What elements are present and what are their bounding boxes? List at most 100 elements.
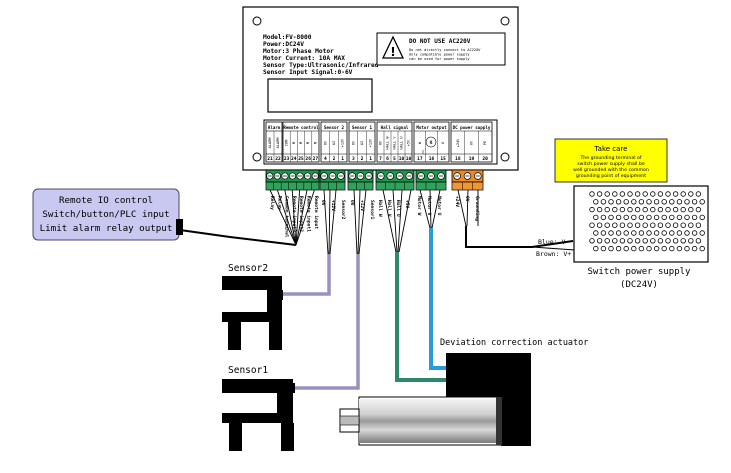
- terminal-group-title: Hall signal: [381, 125, 409, 130]
- deviation-correction-actuator: Deviation correction actuator: [339, 338, 588, 446]
- spec-text-block: Model:FV-8000 Power:DC24V Motor:3 Phase …: [263, 34, 379, 76]
- take-care-box: Take care The grounding terminal of swit…: [554, 138, 668, 183]
- spec-sensor-type: Sensor Type:Ultrasonic/Infrared: [263, 61, 379, 69]
- terminal-label: HALL V: [393, 136, 397, 150]
- warning-title: DO NOT USE AC220V: [409, 38, 471, 45]
- remote-io-cable: [179, 229, 297, 246]
- terminal-number: 22: [275, 156, 281, 162]
- screw-hole: [500, 152, 510, 162]
- remote-io-line-3: Limit alarm relay output: [40, 223, 173, 234]
- wire-label: Relay: [269, 196, 275, 210]
- terminal-number: 4: [324, 156, 327, 162]
- wire-label: 0V: [320, 200, 326, 206]
- terminal-number: 19: [469, 156, 475, 162]
- terminal-label: AI: [360, 141, 364, 145]
- motor-cable: [429, 228, 447, 370]
- terminal-label: 0V: [470, 140, 474, 145]
- sensor1-terminal-block: [347, 169, 374, 191]
- actuator-label: Deviation correction actuator: [440, 338, 588, 348]
- psu-caption-2: (DC24V): [620, 280, 658, 290]
- wire-label: 0V: [349, 200, 355, 206]
- terminal-number: 1: [341, 156, 344, 162]
- wire-label: Sensor2: [340, 200, 346, 220]
- wire-label: Remote input: [313, 196, 319, 229]
- terminal-number: 24: [291, 156, 297, 162]
- spec-sensor-input: Sensor Input Signal:0-6V: [263, 68, 353, 76]
- terminal-number: 7: [379, 156, 382, 162]
- power-terminal-block: [451, 169, 484, 191]
- warning-line-1: Do not directly connect to AC220V: [409, 48, 481, 52]
- terminal-number: 1: [369, 156, 372, 162]
- terminal-number: 10: [406, 156, 412, 162]
- wire-label: Relay: [276, 196, 282, 210]
- terminal-group-title: Alarm: [268, 125, 281, 130]
- terminal-label: +24V: [456, 138, 460, 147]
- wire-label: +5V: [404, 200, 410, 209]
- terminal-label: PE: [483, 141, 487, 145]
- terminal-number: 3: [352, 156, 355, 162]
- terminal-number: 27: [313, 156, 319, 162]
- terminal-label: V: [430, 141, 434, 144]
- switch-power-supply: Switch power supply (DC24V): [573, 185, 709, 290]
- spec-motor: Motor:3 Phase Motor: [263, 48, 334, 55]
- terminal-number: 10: [399, 156, 405, 162]
- terminal-label: M: [313, 141, 317, 144]
- wire-label: +12V: [330, 200, 336, 211]
- wire-label: Motor U: [436, 196, 442, 216]
- sensor2-terminal-block: [319, 169, 346, 191]
- terminal-label: M: [299, 141, 303, 144]
- sensor1-label: Sensor1: [228, 365, 268, 376]
- terminal-group-title: Motor output: [416, 125, 447, 130]
- screw-hole: [252, 152, 262, 162]
- take-care-line-2: switch power supply shall be: [577, 161, 645, 167]
- terminal-number: 16: [429, 156, 435, 162]
- take-care-line-3: well grounded with the common: [573, 167, 649, 173]
- screw-hole: [252, 16, 262, 26]
- terminal-number: 20: [482, 156, 488, 162]
- terminal-label: OV: [351, 140, 355, 145]
- terminal-number: 25: [298, 156, 304, 162]
- warning-box: ! DO NOT USE AC220V Do not directly conn…: [376, 32, 506, 66]
- warning-line-2: Only compatible power supply: [409, 53, 470, 57]
- wire-label: +24V: [454, 196, 460, 207]
- power-cable: [465, 226, 574, 248]
- warning-icon: [381, 35, 405, 59]
- terminal-number: 15: [440, 156, 446, 162]
- terminal-number: 23: [284, 156, 290, 162]
- take-care-line-4: grounding point of equipment: [576, 173, 646, 179]
- wire-label: Common terminal: [284, 196, 290, 238]
- terminal-label: AI: [332, 141, 336, 145]
- sensor1: Sensor1: [222, 365, 295, 451]
- terminal-number: 5: [393, 156, 396, 162]
- spec-model: Model:FV-8000: [263, 34, 312, 41]
- controller-panel: Model:FV-8000 Power:DC24V Motor:3 Phase …: [242, 6, 519, 171]
- svg-text:M: M: [430, 140, 433, 145]
- display-window: [267, 78, 373, 113]
- terminal-label: +12V: [341, 138, 345, 147]
- terminal-label: M: [292, 141, 296, 144]
- terminal-number: 6: [386, 156, 389, 162]
- wire-label: Hall U: [395, 200, 401, 217]
- terminal-label: HALL U: [400, 137, 404, 150]
- remote-io-connector: [176, 219, 183, 235]
- wire-label: Grounding: [474, 196, 480, 221]
- terminal-label: OV: [379, 140, 383, 145]
- psu-blue-label: Blue: V-: [538, 238, 569, 246]
- motor-symbol-icon: M: [422, 136, 437, 154]
- hall-terminal-block: [375, 169, 415, 191]
- psu-brown-label: Brown: V+: [536, 250, 571, 258]
- terminal-label: HALL W: [386, 136, 390, 150]
- spec-current: Motor Current: 10A MAX: [263, 55, 345, 62]
- terminal-label: ALARM: [268, 137, 272, 149]
- motor-terminal-block: [415, 169, 447, 191]
- wire-label: 0V: [464, 196, 470, 202]
- wire-label: Remote input3: [291, 196, 297, 232]
- wire-label: Hall W: [377, 200, 383, 217]
- terminal-label: +5V: [407, 139, 411, 146]
